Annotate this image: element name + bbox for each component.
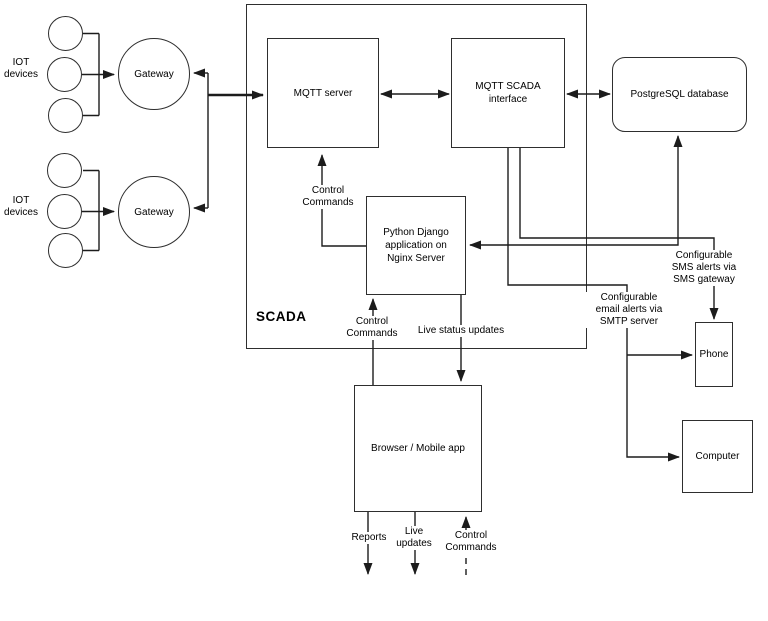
email-alerts-label: Configurable email alerts via SMTP serve… — [584, 292, 674, 328]
computer-node: Computer — [682, 420, 753, 493]
phone-node: Phone — [695, 322, 733, 387]
scada-boundary-label: SCADA — [256, 309, 307, 324]
control-commands-to-browser-label: Control Commands — [437, 530, 505, 554]
control-commands-to-django-label: Control Commands — [338, 316, 406, 340]
sms-alerts-label: Configurable SMS alerts via SMS gateway — [659, 250, 749, 286]
iot-cluster-1-label: IOT devices — [4, 57, 38, 80]
control-commands-to-mqtt-label: Control Commands — [294, 185, 362, 209]
iot-cluster-2-label: IOT devices — [4, 195, 38, 218]
mqtt-server-node: MQTT server — [267, 38, 379, 148]
edge-postgresql-django — [469, 135, 683, 250]
iot-device-circle-1 — [48, 16, 83, 51]
iot-device-circle-3 — [48, 98, 83, 133]
iot-device-circle-6 — [48, 233, 83, 268]
live-updates-label: Live updates — [386, 526, 442, 550]
gateway-1-node: Gateway — [118, 38, 190, 110]
iot-device-circle-2 — [47, 57, 82, 92]
gateway-2-node: Gateway — [118, 176, 190, 248]
django-app-node: Python Django application on Nginx Serve… — [366, 196, 466, 295]
postgresql-database-node: PostgreSQL database — [612, 57, 747, 132]
reports-label: Reports — [342, 532, 396, 544]
edge-iot2-bracket — [83, 169, 100, 252]
iot-device-circle-4 — [47, 153, 82, 188]
live-status-updates-label: Live status updates — [408, 325, 514, 337]
browser-mobile-app-node: Browser / Mobile app — [354, 385, 482, 512]
edge-email-alerts-to-computer — [507, 148, 680, 462]
iot-device-circle-5 — [47, 194, 82, 229]
mqtt-scada-interface-node: MQTT SCADA interface — [451, 38, 565, 148]
